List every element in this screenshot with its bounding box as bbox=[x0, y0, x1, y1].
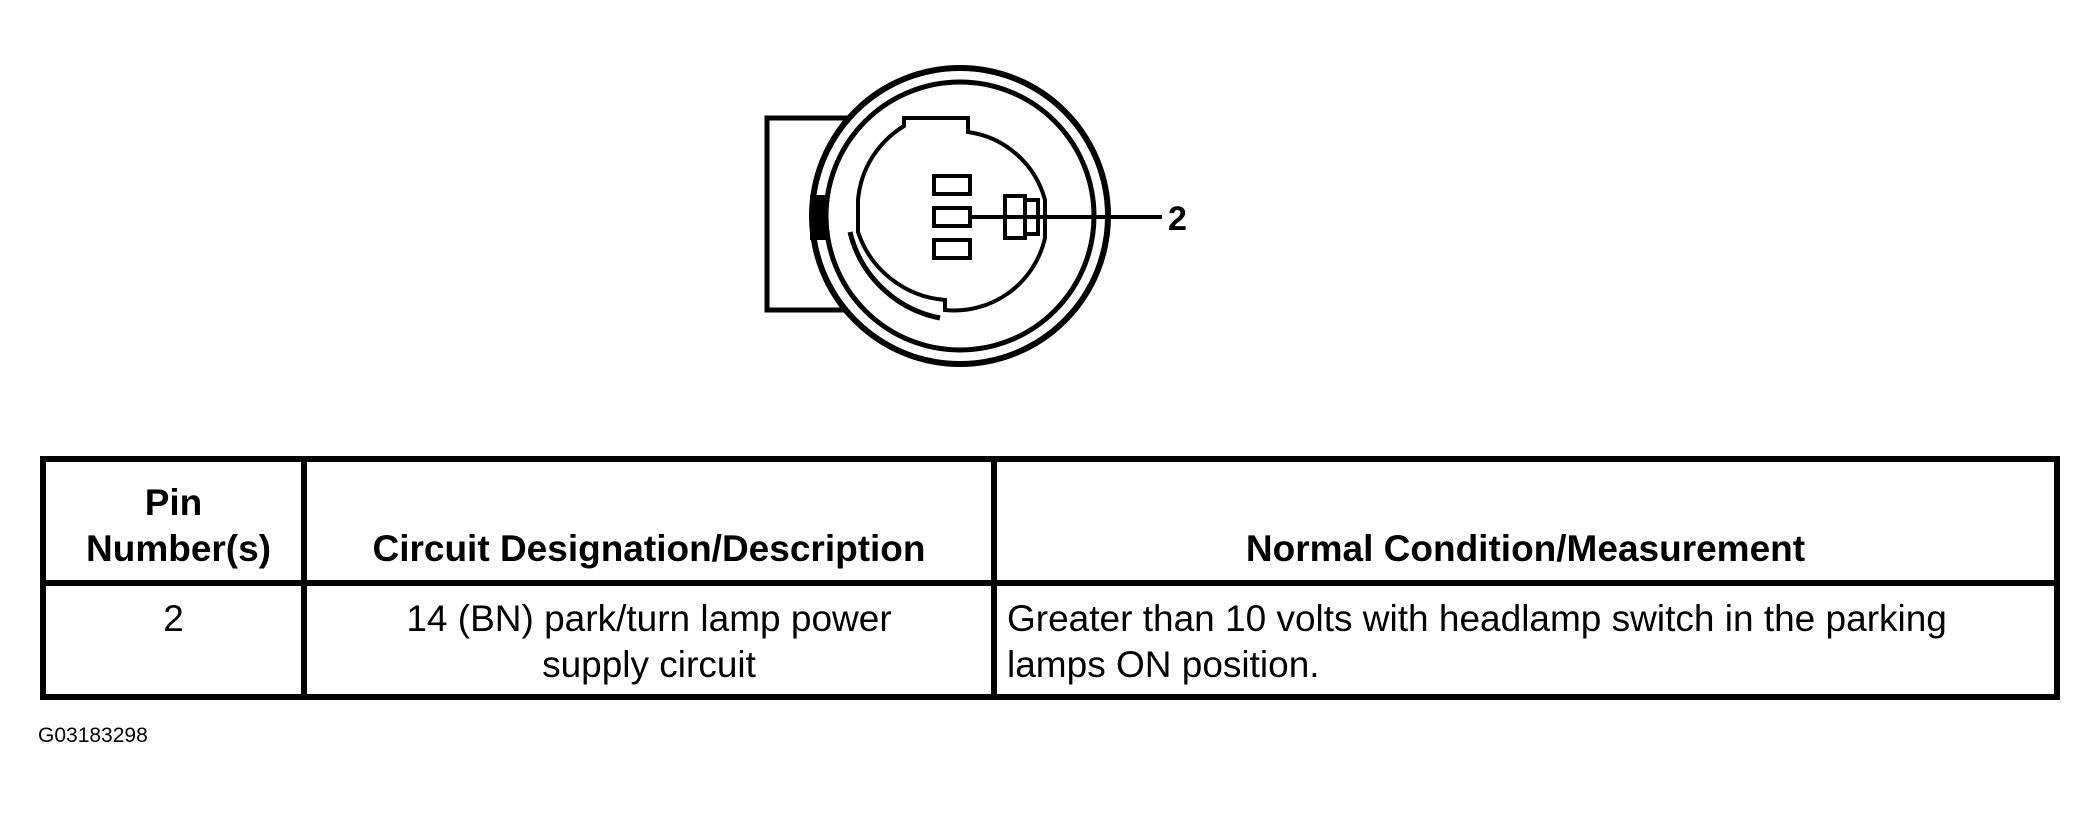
terminal-cavity-1 bbox=[932, 174, 972, 196]
connector-face-diagram: 2 bbox=[764, 65, 1187, 367]
connector-inner-boss bbox=[856, 116, 1047, 313]
header-circuit-designation: Circuit Designation/Description bbox=[301, 456, 997, 586]
terminal-cavity-3 bbox=[932, 238, 972, 260]
connector-housing bbox=[764, 115, 848, 313]
connector-keyway-arc bbox=[847, 231, 941, 321]
connector-lock-segment bbox=[810, 195, 826, 240]
cell-circuit: 14 (BN) park/turn lamp power supply circ… bbox=[301, 580, 997, 700]
figure-id: G03183298 bbox=[38, 724, 148, 747]
table-header-row: Pin Number(s) Circuit Designation/Descri… bbox=[40, 456, 2060, 586]
header-normal-condition: Normal Condition/Measurement bbox=[991, 456, 2060, 586]
pin-2-callout-label: 2 bbox=[1168, 200, 1187, 238]
cell-measurement: Greater than 10 volts with headlamp swit… bbox=[991, 580, 2060, 700]
connector-pinout-table: Pin Number(s) Circuit Designation/Descri… bbox=[40, 456, 2060, 700]
header-pin-numbers: Pin Number(s) bbox=[40, 456, 307, 586]
table-row: 2 14 (BN) park/turn lamp power supply ci… bbox=[40, 580, 2060, 700]
terminal-cavity-2 bbox=[932, 206, 972, 228]
cell-pin: 2 bbox=[40, 580, 307, 700]
